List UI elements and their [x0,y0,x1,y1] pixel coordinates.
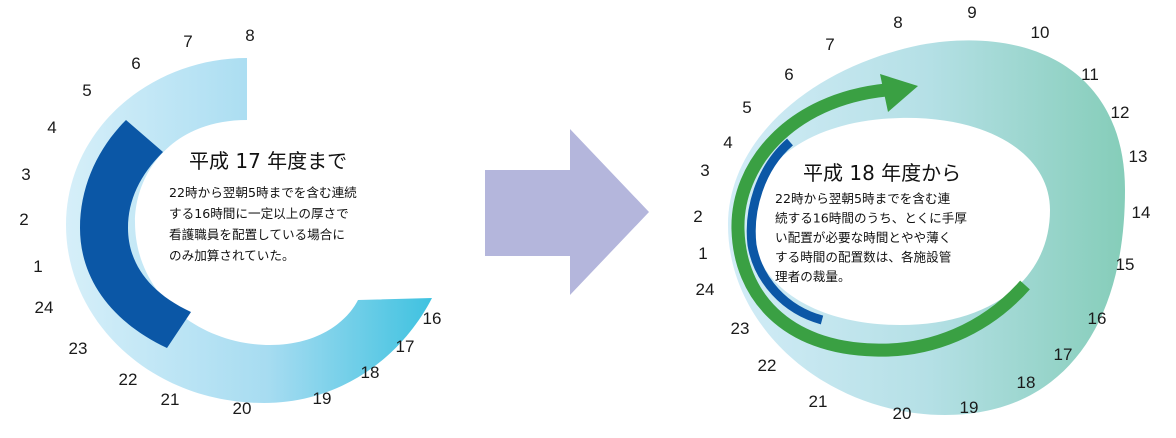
right-ring-band [728,40,1125,415]
left-body-line: 22時から翌朝5時までを含む連続 [169,185,357,200]
right-body-line: 22時から翌朝5時までを含む連 [775,191,951,206]
right-body-line: い配置が必要な時間とやや薄く [775,230,951,245]
right-hour-8: 8 [893,13,902,32]
right-title: 平成 18 年度から [803,161,961,185]
left-body-line: のみ加算されていた。 [169,248,295,263]
left-hour-8: 8 [245,26,254,45]
left-hour-3: 3 [21,165,30,184]
right-night-arc [746,138,824,325]
right-hour-5: 5 [742,98,751,117]
left-hour-18: 18 [361,363,380,382]
left-hour-21: 21 [161,390,180,409]
left-body-text: 22時から翌朝5時までを含む連続する16時間に一定以上の厚さで看護職員を配置して… [169,185,357,263]
right-hour-12: 12 [1111,103,1130,122]
right-hour-19: 19 [960,398,979,417]
right-body-line: 続する16時間のうち、とくに手厚 [775,211,967,226]
right-hour-1: 1 [698,244,707,263]
left-hour-20: 20 [233,399,252,418]
right-hour-13: 13 [1129,147,1148,166]
right-hour-4: 4 [723,133,732,152]
right-hour-6: 6 [784,65,793,84]
right-body-line: する時間の配置数は、各施設管 [775,250,951,265]
right-hour-16: 16 [1088,309,1107,328]
right-hour-2: 2 [693,207,702,226]
right-hour-14: 14 [1132,203,1151,222]
left-hour-22: 22 [119,370,138,389]
right-hour-11: 11 [1081,65,1099,84]
right-body-line: 理者の裁量。 [775,269,851,284]
right-hour-3: 3 [700,161,709,180]
left-hour-24: 24 [35,298,54,317]
transition-arrow [485,129,649,295]
right-hour-20: 20 [893,404,912,423]
left-hour-5: 5 [82,81,91,100]
left-diagram: 平成 17 年度まで 22時から翌朝5時までを含む連続する16時間に一定以上の厚… [19,26,441,418]
right-hour-17: 17 [1054,345,1073,364]
left-night-arc [80,120,191,348]
left-hour-17: 17 [396,337,415,356]
right-diagram: 平成 18 年度から 22時から翌朝5時までを含む連続する16時間のうち、とくに… [693,3,1150,423]
right-hour-18: 18 [1017,373,1036,392]
left-hour-6: 6 [131,54,140,73]
right-hour-23: 23 [731,319,750,338]
right-body-text: 22時から翌朝5時までを含む連続する16時間のうち、とくに手厚い配置が必要な時間… [775,191,967,284]
right-hour-15: 15 [1116,255,1135,274]
left-body-line: する16時間に一定以上の厚さで [169,206,349,221]
right-hour-7: 7 [825,35,834,54]
right-hour-21: 21 [809,392,828,411]
right-green-arrowhead [880,74,918,112]
right-hour-24: 24 [696,280,715,299]
left-hour-16: 16 [423,309,442,328]
right-hour-10: 10 [1031,23,1050,42]
left-hour-4: 4 [47,118,56,137]
left-hour-1: 1 [33,257,42,276]
left-hour-2: 2 [19,210,28,229]
right-green-arrow-band [731,83,1030,357]
right-hour-22: 22 [758,356,777,375]
left-hour-23: 23 [69,339,88,358]
left-title: 平成 17 年度まで [189,149,347,173]
left-hour-7: 7 [183,32,192,51]
left-body-line: 看護職員を配置している場合に [169,227,345,242]
left-hour-19: 19 [313,389,332,408]
right-hour-9: 9 [967,3,976,22]
